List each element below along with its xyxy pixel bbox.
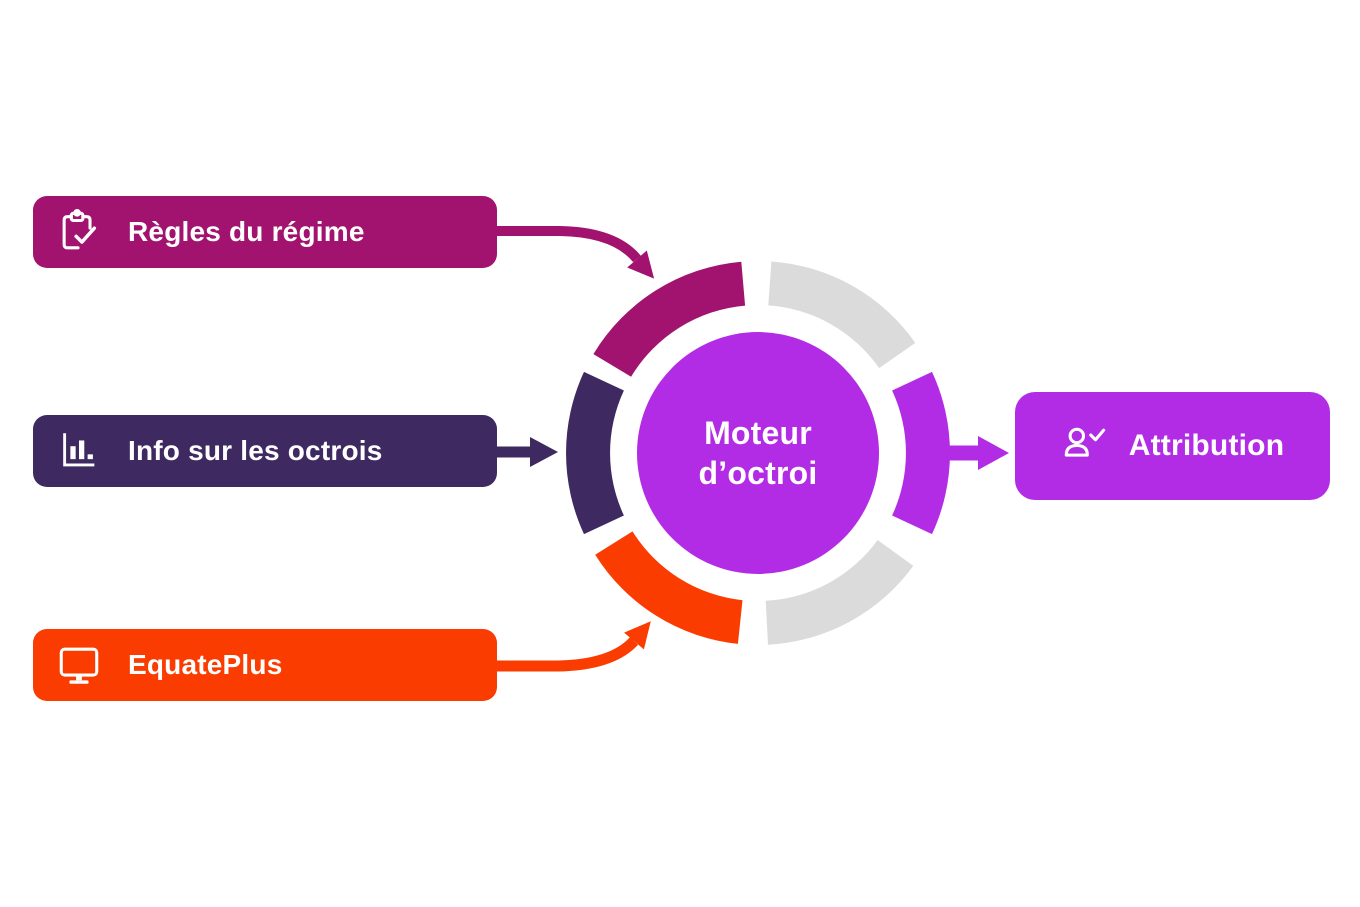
arrow-regles-head: [627, 250, 655, 279]
arrow-octrois-head: [530, 437, 558, 467]
input-box-label: EquatePlus: [128, 649, 283, 680]
arrow-equateplus-head: [624, 621, 651, 650]
input-box-label: Info sur les octrois: [128, 435, 383, 466]
output-box-label: Attribution: [1128, 429, 1285, 462]
input-box-info-octrois: Info sur les octrois: [33, 415, 497, 487]
ring-segment-bottom-right: [765, 540, 914, 645]
ring-segment-right: [892, 371, 950, 535]
moteur-octroi-circle: Moteur d’octroi: [637, 332, 879, 574]
ring-segment-top-right: [768, 261, 916, 369]
arrow-equateplus-stem: [497, 637, 639, 672]
ring-segment-bottom-left: [595, 531, 743, 644]
arrow-attribution-head: [978, 436, 1009, 470]
ring-segment-left: [566, 371, 624, 535]
input-box-label: Règles du régime: [128, 216, 365, 247]
arrow-regles-stem: [497, 226, 641, 263]
user-check-icon: [1061, 423, 1107, 469]
bar-chart-icon: [56, 428, 102, 474]
clipboard-check-icon: [56, 209, 102, 255]
engine-label-line1: Moteur: [704, 415, 812, 451]
input-box-equateplus: EquatePlus: [33, 629, 497, 701]
input-box-regles-du-regime: Règles du régime: [33, 196, 497, 268]
monitor-icon: [56, 642, 102, 688]
output-box-attribution: Attribution: [1015, 392, 1330, 500]
ring-segment-top-left: [593, 261, 746, 377]
engine-label-line2: d’octroi: [698, 455, 818, 491]
